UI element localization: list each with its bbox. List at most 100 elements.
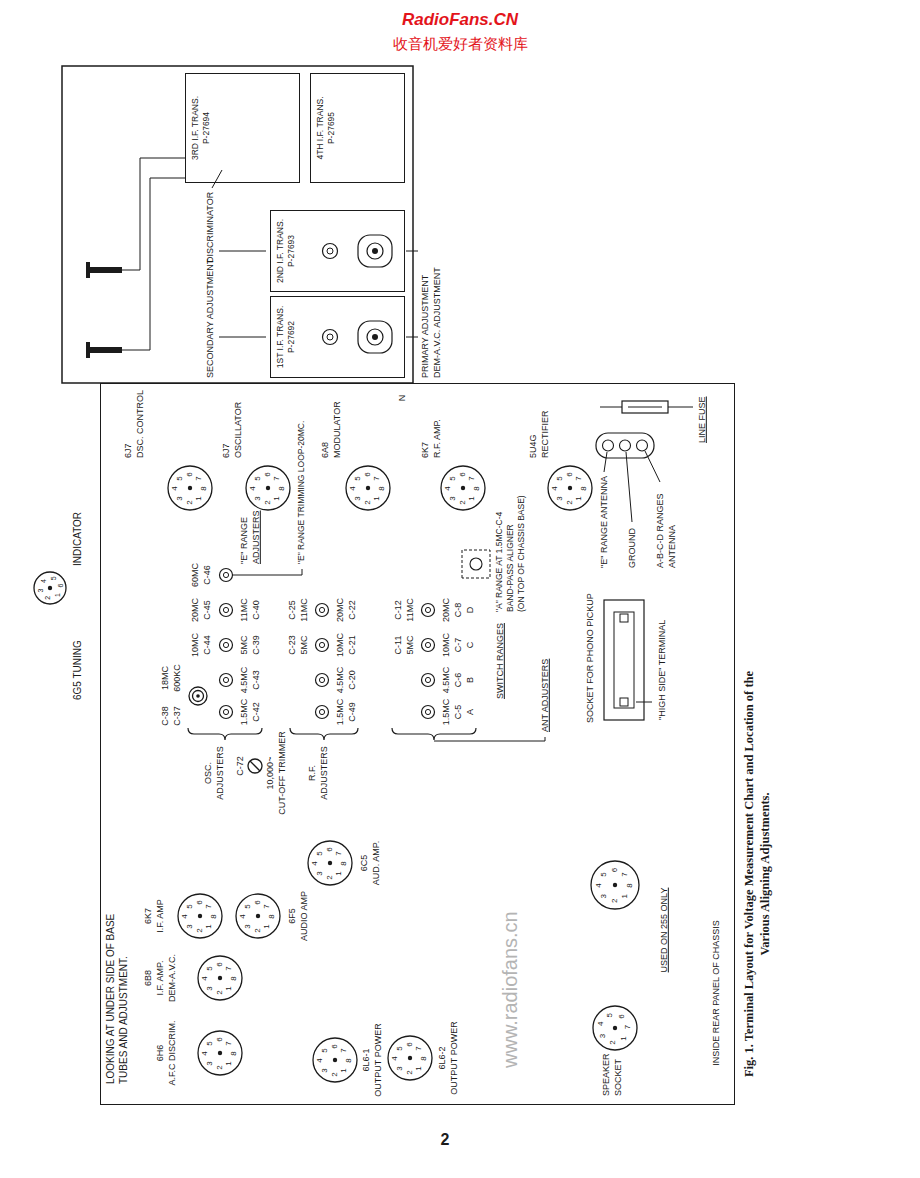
part-label: ADJUSTERS [319,746,329,800]
screw-cap [86,262,90,278]
part-label: R.F. [307,765,317,781]
part-label: 5MC [299,635,309,654]
part-label: 11MC [299,598,309,621]
part-label: C-7 [453,638,463,653]
part-label: 10MC [335,633,345,657]
trimmer-screw [223,677,228,682]
socket-key [567,486,571,490]
pin-number: 8 [278,486,286,490]
tube-socket: 12345678 [234,893,282,941]
tube-socket: 12345678 [386,1035,434,1083]
leader-line [434,737,545,741]
transformer-label: P-27693 [286,214,297,288]
tube-socket: 12345678 [344,465,392,513]
part-label: SPEAKER [601,1053,611,1096]
terminal [603,440,614,451]
pin-number: 1 [621,894,629,898]
pin-number: 6 [264,472,272,476]
part-label: 4.5MC [441,667,451,694]
phono-socket [604,600,644,720]
pin-number: 3 [396,1066,404,1070]
trimmer-ring [220,706,233,719]
transformer-label: 1ST I.F. TRANS. [275,300,286,374]
part-label: 4.5MC [239,667,249,694]
part-label: RECTIFIER [540,410,550,458]
pin-number: 8 [626,883,634,887]
pin-number: 6 [406,1042,414,1046]
pin-number: 8 [580,486,588,490]
trimmer-ring [422,674,435,687]
trimmer-ring [316,674,329,687]
part-label: OSC. [203,762,213,784]
pin-number: 8 [340,861,348,865]
trimmer-ring [220,604,233,617]
pin-number: 1 [575,496,583,500]
fuse-element [628,407,662,408]
trimmer-ring [316,706,329,719]
trimmer-adjuster [316,706,329,719]
part-label: 11MC [405,598,415,621]
cutoff-trimmer [248,759,262,773]
pin-number: 5 [556,476,564,480]
pin-number: 3 [254,496,262,500]
part-label: 6K7 [420,442,430,458]
pin-number: 7 [373,476,381,480]
part-label: 6H6 [155,1045,165,1062]
chassis-panel: LOOKING AT UNDER SIDE OF BASE TUBES AND … [100,383,735,1105]
part-label: C-43 [251,670,261,690]
pin-number: 3 [176,496,184,500]
secondary-screw [323,244,338,259]
part-label: "E" RANGE ANTENNA [599,476,609,568]
pin-number: 5 [449,476,457,480]
pin-number: 4 [39,579,46,583]
part-label: MODULATOR [332,401,342,458]
leader-line [645,451,660,482]
pin-number: 5 [176,476,184,480]
pin-number: 5 [244,904,252,908]
pin-number: 4 [597,1022,605,1026]
if-transformer: 3RD I.F. TRANS.P-27694 [185,73,300,183]
part-label: 6J7 [221,443,231,458]
trimmer-adjuster [220,604,233,617]
trimmer-ring [422,706,435,719]
pin-number: 5 [354,476,362,480]
part-label: C-21 [347,635,357,655]
leader-line [233,569,302,575]
part-label: C-25 [287,600,297,620]
pin-number: 1 [263,924,271,928]
pin-number: 2 [196,928,204,932]
trimmer-adjuster [316,674,329,687]
part-label: ADJUSTERS [251,510,261,564]
pin-number: 3 [206,986,214,990]
transformer-label: 3RD I.F. TRANS. [190,77,201,179]
pin-number: 2 [566,500,574,504]
part-label: A.F.C DISCRIM. [167,1020,177,1085]
part-label: "E" RANGE [239,517,249,564]
trimmer-ring [316,639,329,652]
part-label: C-45 [202,600,212,620]
pin-number: 8 [378,486,386,490]
pin-number: 6 [459,472,467,476]
part-label: SOCKET [613,1059,623,1096]
transformer-label: 4TH I.F. TRANS. [315,77,326,179]
part-label: 5MC [405,635,415,654]
pin-number: 1 [468,496,476,500]
part-label: C-37 [172,706,182,726]
pin-number: 3 [599,1034,607,1038]
pin-number: 7 [340,1048,348,1052]
pin-number: 4 [444,486,452,490]
if-transformer: 2ND I.F. TRANS.P-27693 [270,210,405,292]
part-label: C-38 [160,706,170,726]
part-label: I.F. AMP. [155,961,165,996]
part-label: C-22 [347,600,357,620]
pin-number: 7 [205,904,213,908]
part-label: PRIMARY ADJUSTMENT [420,275,430,378]
part-label: 5MC [239,635,249,654]
pin-number: 6 [326,847,334,851]
pin-number: 1 [205,924,213,928]
socket-ring [178,895,222,939]
socket-ring [548,467,592,511]
pin-number: 3 [600,894,608,898]
trimmer-screw [425,677,430,682]
pin-number: 7 [468,476,476,480]
